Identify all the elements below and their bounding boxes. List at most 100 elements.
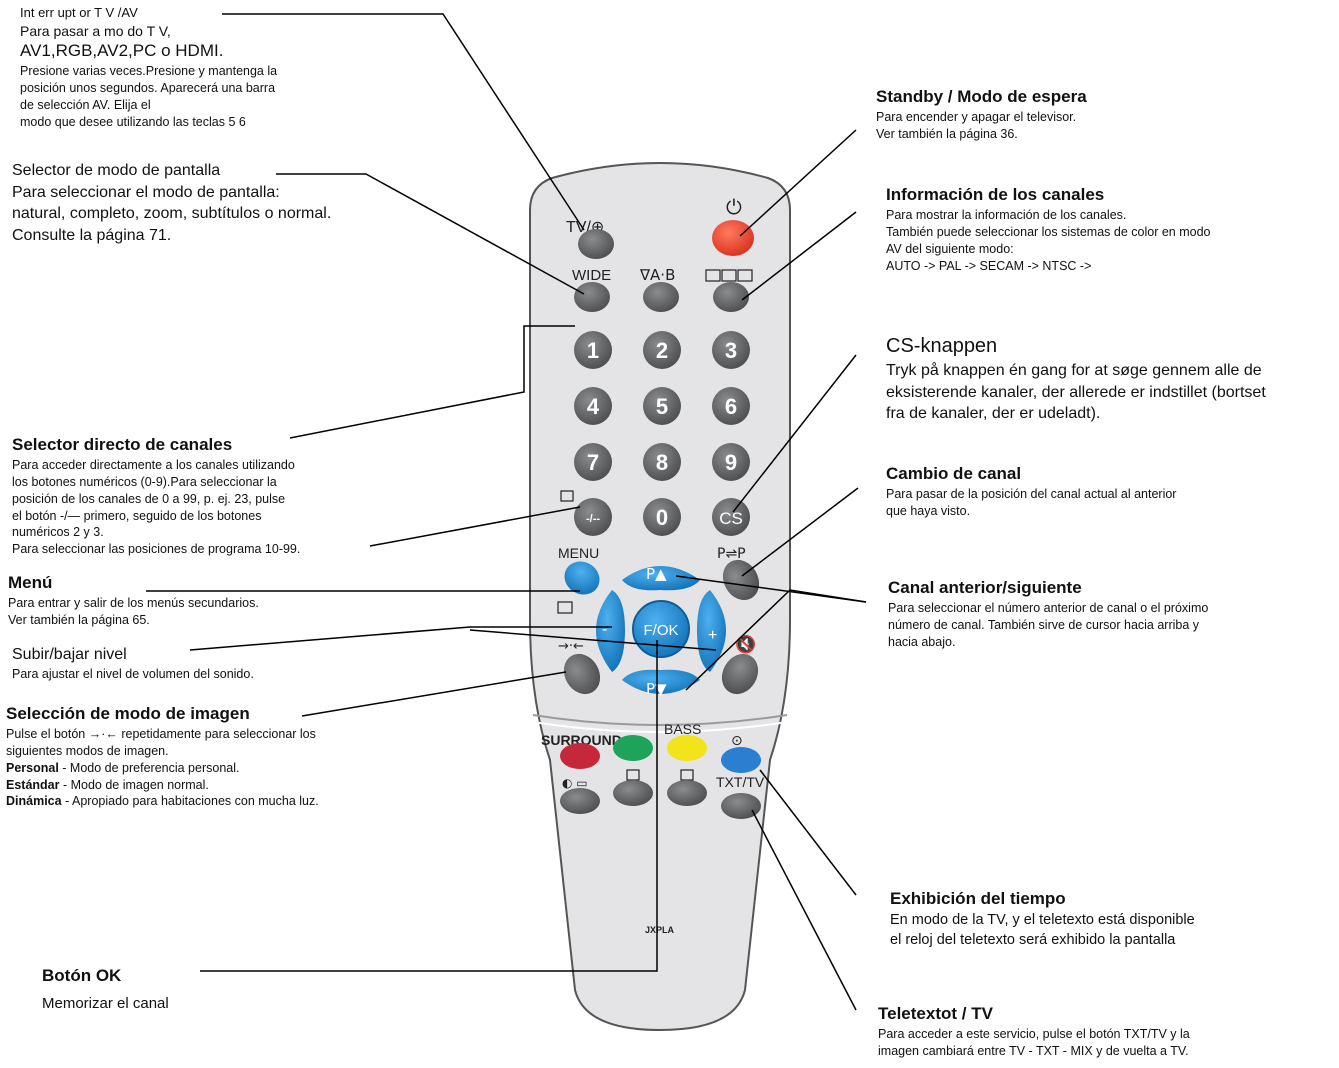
annotation-line: En modo de la TV, y el teletexto está di… bbox=[890, 911, 1195, 928]
volume-down-button[interactable] bbox=[596, 590, 625, 672]
volume-down-label: - bbox=[602, 621, 607, 638]
callout-line-screen-mode bbox=[276, 173, 585, 295]
volume-up-button[interactable] bbox=[697, 590, 726, 672]
callout-line-prev-next-2 bbox=[685, 589, 867, 691]
grey-button-2[interactable] bbox=[613, 780, 653, 806]
surround-label: SURROUND bbox=[541, 732, 622, 748]
annotation-channel-prev-next: Canal anterior/siguiente Para selecciona… bbox=[888, 577, 1328, 651]
mute-button[interactable] bbox=[715, 647, 765, 700]
callout-line-picture-mode bbox=[301, 671, 567, 717]
annotation-line: hacia abajo. bbox=[888, 634, 956, 649]
number-label: 9 bbox=[725, 450, 737, 475]
annotation-line: Ver también la página 65. bbox=[8, 612, 150, 627]
red-button[interactable] bbox=[560, 743, 600, 769]
annotation-menu: Menú Para entrar y salir de los menús se… bbox=[8, 572, 368, 629]
term: Personal bbox=[6, 760, 59, 775]
number-button-5[interactable] bbox=[643, 387, 681, 425]
annotation-title: Selección de modo de imagen bbox=[6, 704, 250, 723]
annotation-line: número de canal. También sirve de cursor… bbox=[888, 617, 1200, 632]
grey-button-1[interactable] bbox=[560, 788, 600, 814]
annotation-teletext: Teletextot / TV Para acceder a este serv… bbox=[878, 1003, 1318, 1060]
number-button-6[interactable] bbox=[712, 387, 750, 425]
annotation-title: Exhibición del tiempo bbox=[890, 889, 1066, 908]
annotation-line: Para ajustar el nivel de volumen del son… bbox=[12, 666, 254, 681]
annotation-line: los botones numéricos (0-9).Para selecci… bbox=[12, 474, 277, 489]
term: Dinámica bbox=[6, 794, 62, 809]
grey-button-3[interactable] bbox=[667, 780, 707, 806]
number-label: 5 bbox=[656, 394, 668, 419]
annotation-line: Pulse el botón →·← repetidamente para se… bbox=[6, 726, 316, 741]
annotation-line: Para entrar y salir de los menús secunda… bbox=[8, 595, 259, 610]
annotation-line: que haya visto. bbox=[886, 503, 971, 518]
green-button[interactable] bbox=[613, 735, 653, 761]
annotation-line: AV del siguiente modo: bbox=[886, 241, 1014, 256]
annotation-standby: Standby / Modo de espera Para encender y… bbox=[876, 86, 1316, 143]
term-desc: - Apropiado para habitaciones con mucha … bbox=[61, 794, 319, 809]
number-button-0[interactable] bbox=[643, 498, 681, 536]
wide-button[interactable] bbox=[574, 282, 610, 312]
blue-button[interactable] bbox=[721, 747, 761, 773]
tv-av-button[interactable] bbox=[578, 229, 614, 259]
cs-button[interactable] bbox=[712, 498, 750, 536]
callout-line-direct-channel bbox=[289, 325, 575, 439]
annotation-line: Para seleccionar las posiciones de progr… bbox=[12, 542, 301, 557]
menu-button[interactable] bbox=[558, 555, 605, 601]
p-down-button[interactable] bbox=[622, 669, 700, 694]
callout-line-teletext bbox=[751, 809, 857, 1011]
clock-icon: ⊙ bbox=[731, 733, 743, 749]
dash-icon bbox=[560, 490, 574, 502]
annotation-line: AUTO -> PAL -> SECAM -> NTSC -> bbox=[886, 258, 1092, 273]
annotation-title: Teletextot / TV bbox=[878, 1004, 993, 1023]
number-label: 2 bbox=[656, 338, 668, 363]
annotation-line: AV1,RGB,AV2,PC o HDMI. bbox=[20, 41, 224, 61]
callout-line-time bbox=[759, 769, 857, 896]
contrast-icon: ◐ ▭ bbox=[562, 776, 588, 790]
pp-label: P⇌P bbox=[717, 546, 746, 562]
annotation-line: Para acceder a este servicio, pulse el b… bbox=[878, 1026, 1190, 1041]
callout-line-dash bbox=[369, 506, 581, 547]
picture-mode-button[interactable] bbox=[557, 647, 607, 700]
standby-button[interactable] bbox=[712, 220, 754, 256]
annotation-line: También puede seleccionar los sistemas d… bbox=[886, 224, 1211, 239]
p-up-label: P▲ bbox=[646, 565, 667, 583]
number-label: 3 bbox=[725, 338, 737, 363]
number-button-2[interactable] bbox=[643, 331, 681, 369]
yellow-button[interactable] bbox=[667, 735, 707, 761]
annotation-title: CS-knappen bbox=[886, 335, 998, 357]
dash-button[interactable] bbox=[574, 498, 612, 536]
term-desc: - Modo de preferencia personal. bbox=[58, 760, 240, 775]
p-up-button[interactable] bbox=[622, 566, 700, 591]
number-button-7[interactable] bbox=[574, 443, 612, 481]
annotation-line: Personal - Modo de preferencia personal. bbox=[6, 760, 406, 777]
annotation-line: posición unos segundos. Aparecerá una ba… bbox=[20, 81, 276, 96]
callout-line-info bbox=[741, 211, 857, 301]
annotation-line: el reloj del teletexto será exhibido la … bbox=[890, 931, 1176, 948]
callout-line-interrupt bbox=[222, 13, 585, 231]
annotation-channel-info: Información de los canales Para mostrar … bbox=[886, 184, 1326, 274]
annotation-picture-mode: Selección de modo de imagen Pulse el bot… bbox=[6, 703, 406, 810]
fok-label: F/OK bbox=[643, 622, 678, 639]
number-label: 0 bbox=[656, 505, 668, 530]
annotation-line: Para mostrar la información de los canal… bbox=[886, 207, 1127, 222]
number-button-4[interactable] bbox=[574, 387, 612, 425]
ab-button[interactable] bbox=[643, 282, 679, 312]
number-button-1[interactable] bbox=[574, 331, 612, 369]
fok-button[interactable] bbox=[632, 600, 690, 658]
ab-label: ∇A·B bbox=[639, 266, 675, 284]
power-icon: ⏻ bbox=[726, 195, 742, 219]
annotation-line: Para seleccionar el modo de pantalla: bbox=[12, 183, 280, 201]
number-button-9[interactable] bbox=[712, 443, 750, 481]
annotation-line: Presione varias veces.Presione y manteng… bbox=[20, 64, 278, 79]
annotation-volume: Subir/bajar nivel Para ajustar el nivel … bbox=[12, 644, 372, 682]
term: Estándar bbox=[6, 777, 60, 792]
number-button-3[interactable] bbox=[712, 331, 750, 369]
annotation-channel-swap: Cambio de canal Para pasar de la posició… bbox=[886, 463, 1326, 520]
annotation-line: Tryk på knappen én gang for at søge genn… bbox=[886, 362, 1262, 379]
number-button-8[interactable] bbox=[643, 443, 681, 481]
mute-icon: 🔇 bbox=[735, 634, 756, 655]
number-label: 8 bbox=[656, 450, 668, 475]
info-button[interactable] bbox=[713, 282, 749, 312]
txt-tv-button[interactable] bbox=[721, 793, 761, 819]
